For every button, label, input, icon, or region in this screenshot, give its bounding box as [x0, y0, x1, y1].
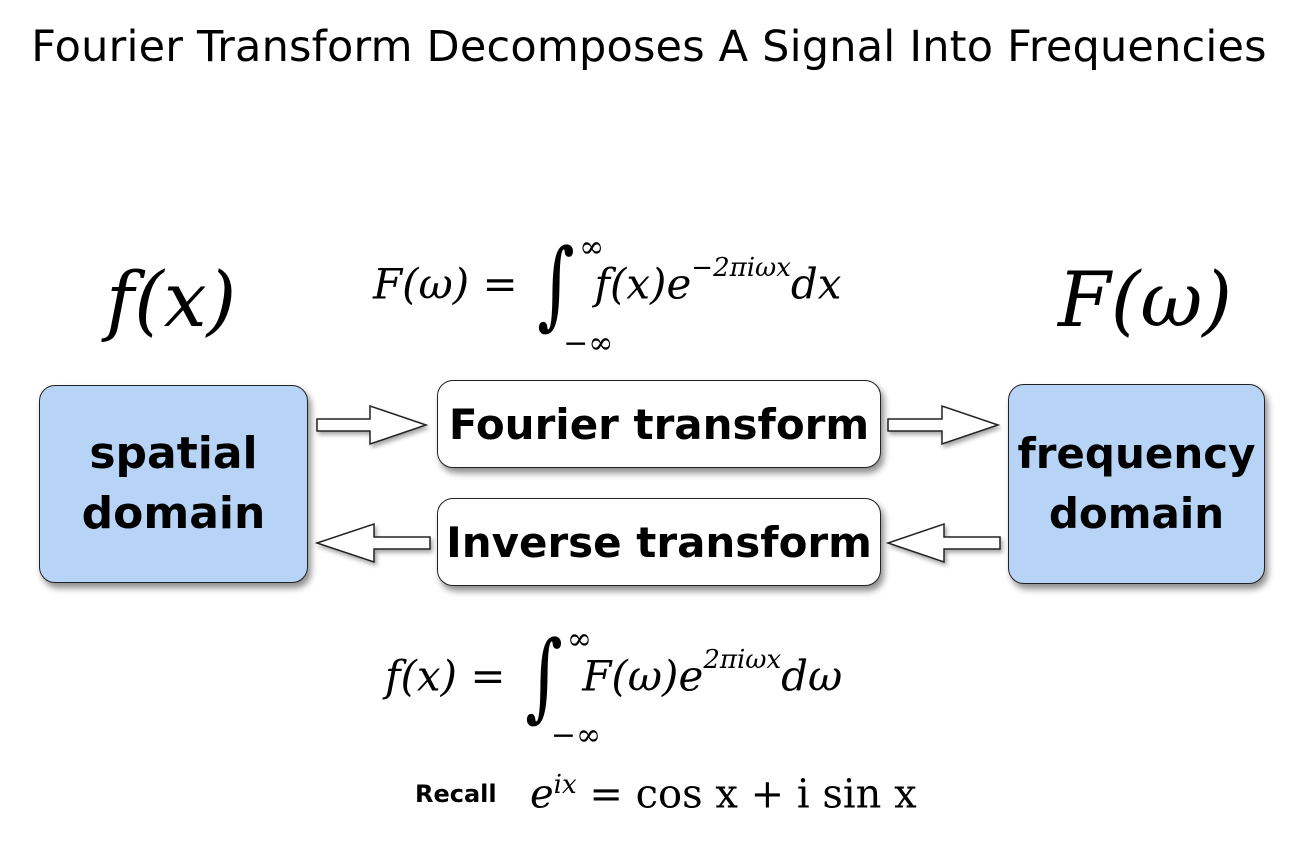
- arrow-inverse-to-spatial: [314, 522, 431, 564]
- forward-exponent: −2πiωx: [691, 253, 791, 283]
- arrow-frequency-to-inverse: [885, 522, 1001, 564]
- inverse-upper-limit: ∞: [566, 622, 592, 657]
- inverse-formula-lhs: f(x) =: [385, 651, 506, 701]
- frequency-domain-line1: frequency: [1017, 429, 1256, 478]
- arrow-spatial-to-fourier: [316, 404, 429, 446]
- euler-base: e: [530, 771, 554, 818]
- inverse-lower-limit: −∞: [550, 718, 602, 753]
- spatial-domain-box: spatial domain: [39, 385, 308, 583]
- frequency-domain-line2: domain: [1048, 489, 1225, 538]
- forward-formula-lhs: F(ω) =: [373, 259, 518, 309]
- frequency-symbol: F(ω): [1058, 255, 1233, 344]
- euler-formula: eix = cos x + i sin x: [530, 770, 917, 817]
- fourier-transform-box: Fourier transform: [437, 380, 881, 468]
- forward-differential: dx: [790, 259, 842, 309]
- spatial-symbol: f(x): [106, 255, 237, 344]
- forward-transform-formula: F(ω) = ∫ ∞ −∞ f(x)e−2πiωxdx: [373, 228, 842, 361]
- inverse-integral-sign: ∫ ∞ −∞: [525, 620, 602, 753]
- frequency-domain-box: frequency domain: [1008, 384, 1265, 584]
- recall-label: Recall: [415, 780, 497, 808]
- inverse-transform-formula: f(x) = ∫ ∞ −∞ F(ω)e2πiωxdω: [385, 620, 843, 753]
- slide-title: Fourier Transform Decomposes A Signal In…: [31, 22, 1267, 72]
- inverse-integrand: F(ω)e: [582, 651, 704, 701]
- euler-rhs: = cos x + i sin x: [589, 771, 917, 818]
- spatial-domain-line2: domain: [81, 488, 266, 539]
- forward-integral-sign: ∫ ∞ −∞: [537, 228, 614, 361]
- spatial-domain-line1: spatial: [89, 428, 258, 479]
- arrow-fourier-to-frequency: [887, 404, 1001, 446]
- forward-integrand: f(x)e: [594, 259, 692, 309]
- forward-lower-limit: −∞: [563, 326, 614, 361]
- forward-upper-limit: ∞: [579, 230, 605, 265]
- inverse-differential: dω: [781, 651, 843, 701]
- inverse-transform-box: Inverse transform: [437, 498, 881, 586]
- euler-exponent: ix: [553, 770, 577, 800]
- inverse-exponent: 2πiωx: [703, 645, 782, 675]
